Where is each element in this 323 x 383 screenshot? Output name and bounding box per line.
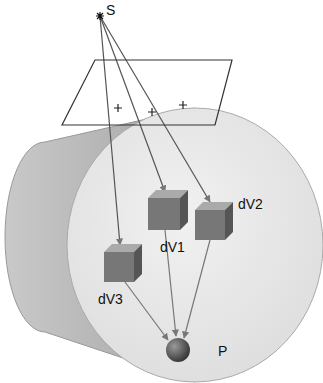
point-label: P [218, 344, 227, 358]
phantom-face [67, 108, 323, 382]
plane-marks [114, 101, 187, 116]
voxel-label: dV3 [98, 292, 123, 306]
voxel-label: dV2 [238, 197, 263, 211]
rays [100, 16, 210, 245]
voxel-label: dV1 [160, 240, 185, 254]
source-point [96, 12, 104, 20]
field-plane [62, 60, 232, 125]
scatter-lines [125, 230, 210, 340]
source-label: S [106, 3, 115, 17]
point-p [166, 338, 190, 362]
